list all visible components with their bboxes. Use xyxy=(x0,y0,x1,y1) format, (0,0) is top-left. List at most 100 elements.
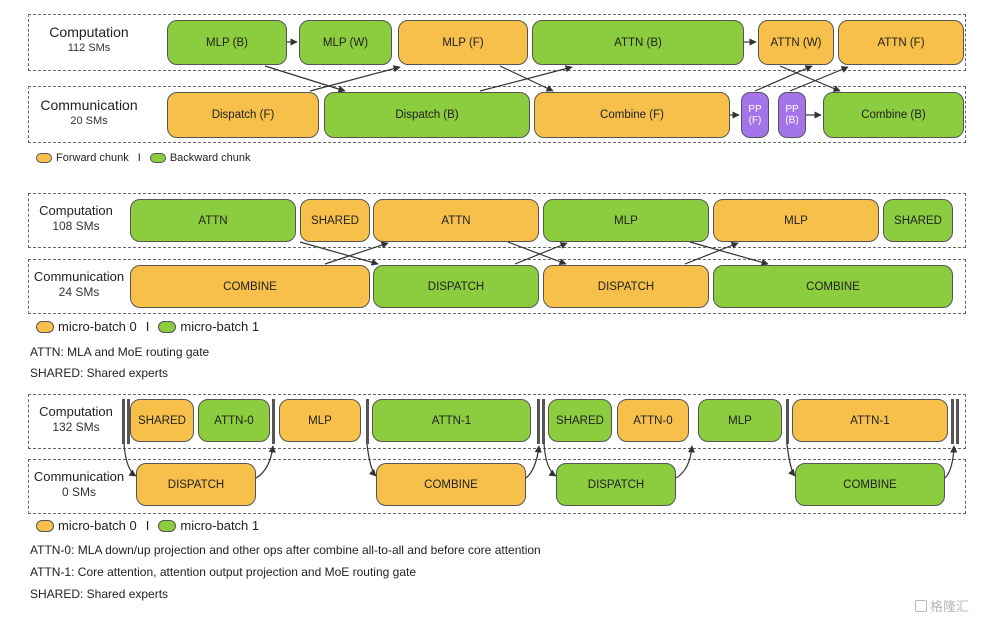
s1-legend-swatch-forward xyxy=(36,153,52,163)
s1-comp-label: Computation 112 SMs xyxy=(49,24,129,54)
s3-note-2: ATTN-1: Core attention, attention output… xyxy=(30,565,417,579)
s3-arrow-c5 xyxy=(543,443,557,477)
s1-legend-swatch-backward xyxy=(149,153,166,163)
s2-legend-mb0: micro-batch 0 xyxy=(58,319,137,334)
s3-sync-bar-8 xyxy=(951,399,954,444)
s1-arrow-d4 xyxy=(499,65,554,92)
s1-legend: Forward chunk I Backward chunk xyxy=(36,152,251,164)
s3-arrow-c8 xyxy=(944,445,958,479)
s1-comm-block-1: Dispatch (F) xyxy=(167,92,319,138)
s1-comp-block-1: MLP (B) xyxy=(167,20,287,65)
s3-legend-swatch-mb1 xyxy=(158,519,177,532)
s3-sync-bar-2 xyxy=(127,399,130,444)
s1-comm-block-2: Dispatch (B) xyxy=(324,92,530,138)
s2-note-1: ATTN: MLA and MoE routing gate xyxy=(30,345,210,359)
s3-comp-block-6: ATTN-0 xyxy=(617,399,689,442)
s2-legend-swatch-mb0 xyxy=(36,320,54,333)
s3-legend-mb0: micro-batch 0 xyxy=(58,518,137,533)
s3-comp-block-4: ATTN-1 xyxy=(372,399,531,442)
s2-comm-block-1: COMBINE xyxy=(130,265,370,308)
watermark-text: 格隆汇 xyxy=(930,599,970,614)
s1-arrow-d1 xyxy=(264,65,346,93)
s2-legend: micro-batch 0 I micro-batch 1 xyxy=(36,319,259,334)
s3-comp-frame xyxy=(28,394,966,449)
s1-comm-block-pp-b: PP(B) xyxy=(778,92,806,138)
s3-arrow-c6 xyxy=(675,445,696,479)
s3-comm-block-3: DISPATCH xyxy=(556,463,676,506)
s2-comp-block-5: MLP xyxy=(713,199,879,242)
s3-note-1: ATTN-0: MLA down/up projection and other… xyxy=(30,543,541,557)
s2-arrow-d1 xyxy=(299,241,379,266)
watermark: 格隆汇 xyxy=(915,596,969,615)
s2-comp-block-4: MLP xyxy=(543,199,709,242)
s1-pp-b-label: PP xyxy=(785,104,799,115)
s2-arrow-d6 xyxy=(689,241,769,266)
s3-comp-block-3: MLP xyxy=(279,399,361,442)
s1-arrow-d6 xyxy=(779,65,841,92)
s1-pp-f-label: PP xyxy=(748,104,762,115)
s3-arrow-c7 xyxy=(786,443,796,477)
s3-sync-bar-9 xyxy=(956,399,959,444)
s2-legend-swatch-mb1 xyxy=(158,320,177,333)
s3-legend-sep: I xyxy=(145,518,150,533)
s2-comp-block-1: ATTN xyxy=(130,199,296,242)
s1-legend-backward: Backward chunk xyxy=(169,152,251,164)
s3-comm-block-2: COMBINE xyxy=(376,463,526,506)
s3-comp-block-1: SHARED xyxy=(130,399,194,442)
s3-legend-swatch-mb0 xyxy=(36,519,54,532)
s1-pp-b-sub: (B) xyxy=(785,115,799,126)
s3-sync-bar-1 xyxy=(122,399,125,444)
s1-comm-block-6: Combine (B) xyxy=(823,92,964,138)
s1-arrow-d3 xyxy=(479,65,573,92)
s2-comp-label: Computation 108 SMs xyxy=(39,203,113,234)
s2-comm-block-3: DISPATCH xyxy=(543,265,709,308)
s3-comp-block-5: SHARED xyxy=(548,399,612,442)
s1-legend-forward: Forward chunk xyxy=(56,152,129,164)
s1-pp-f-sub: (F) xyxy=(748,115,762,126)
s3-comm-block-4: COMBINE xyxy=(795,463,945,506)
s3-comp-block-8: ATTN-1 xyxy=(792,399,948,442)
s3-legend-mb1: micro-batch 1 xyxy=(180,518,260,533)
s2-comm-block-2: DISPATCH xyxy=(373,265,539,308)
s1-arrow-d7 xyxy=(789,66,849,92)
s2-comp-frame xyxy=(28,193,966,248)
s1-arrow-d5 xyxy=(754,65,813,92)
s2-legend-mb1: micro-batch 1 xyxy=(180,319,260,334)
s3-sync-bar-5 xyxy=(537,399,540,444)
s3-arrow-c3 xyxy=(366,443,377,477)
s3-arrow-c4 xyxy=(525,445,542,479)
watermark-logo-icon xyxy=(915,599,927,612)
s3-sync-bar-6 xyxy=(542,399,545,444)
s2-arrow-d3 xyxy=(514,242,568,265)
s2-comm-frame xyxy=(28,259,966,314)
s2-comm-block-4: COMBINE xyxy=(713,265,953,308)
s2-note-2: SHARED: Shared experts xyxy=(30,366,169,380)
s3-arrow-c2 xyxy=(255,445,276,479)
s2-comm-label: Communication 24 SMs xyxy=(33,269,125,300)
s1-arrow-d2 xyxy=(309,65,401,92)
s1-comm-block-pp-f: PP(F) xyxy=(741,92,769,138)
s3-legend: micro-batch 0 I micro-batch 1 xyxy=(36,518,259,533)
s1-legend-sep: I xyxy=(137,152,141,164)
s3-comp-block-7: MLP xyxy=(698,399,782,442)
s1-comm-block-3: Combine (F) xyxy=(534,92,730,138)
s2-comp-block-3: ATTN xyxy=(373,199,539,242)
s3-note-3: SHARED: Shared experts xyxy=(30,587,169,601)
s1-comp-block-4: ATTN (B) xyxy=(532,20,744,65)
s1-comm-label: Communication 20 SMs xyxy=(40,97,138,127)
s3-comm-label: Communication 0 SMs xyxy=(33,469,125,500)
s1-comp-block-2: MLP (W) xyxy=(299,20,392,65)
s1-comp-block-5: ATTN (W) xyxy=(758,20,834,65)
s2-arrow-d2 xyxy=(324,241,389,265)
s3-comm-block-1: DISPATCH xyxy=(136,463,256,506)
s2-arrow-d5 xyxy=(684,242,739,265)
s3-arrow-c1 xyxy=(123,443,137,477)
s3-sync-bar-7 xyxy=(786,399,789,444)
s3-sync-bar-3 xyxy=(272,399,275,444)
s3-comp-label: Computation 132 SMs xyxy=(39,404,113,435)
s2-comp-block-6: SHARED xyxy=(883,199,953,242)
s2-legend-sep: I xyxy=(145,319,150,334)
s3-comp-block-2: ATTN-0 xyxy=(198,399,270,442)
s2-arrow-d4 xyxy=(507,241,567,266)
